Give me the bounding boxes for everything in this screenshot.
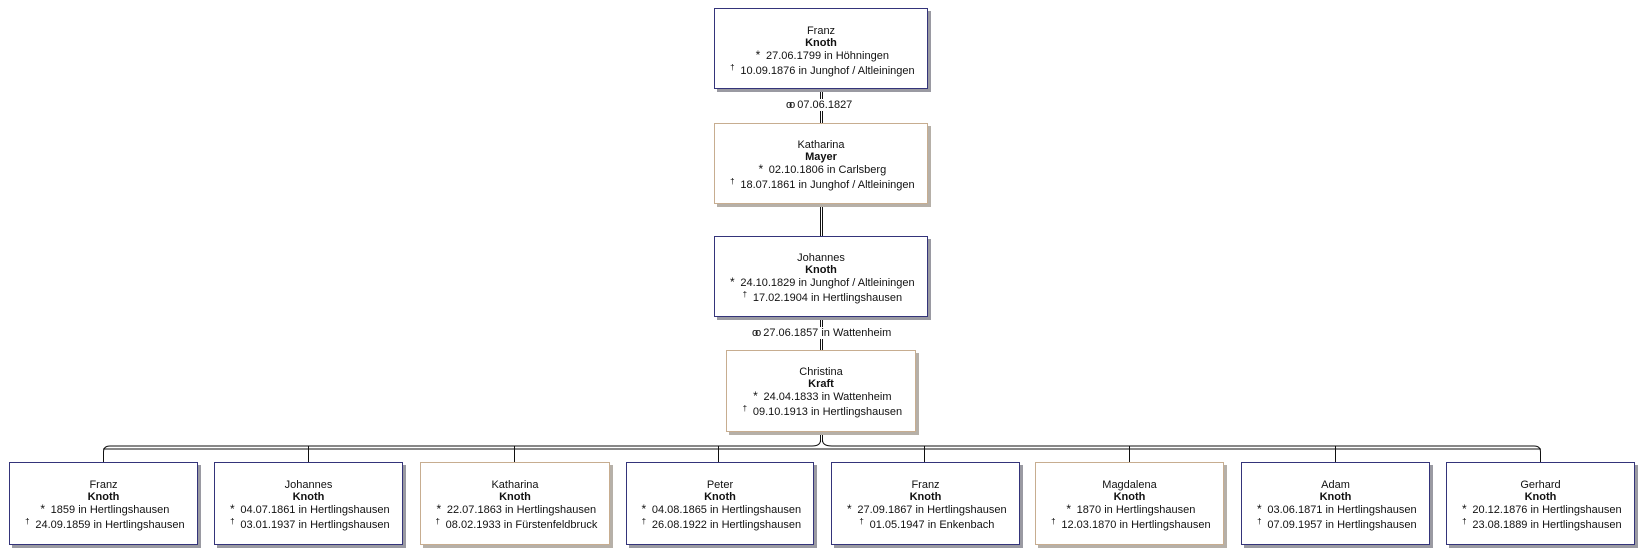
birth-info: 24.04.1833 in Wattenheim (763, 391, 892, 403)
last-name: Knoth (1524, 491, 1557, 503)
birth-symbol: * (1462, 502, 1467, 516)
last-name: Knoth (1113, 491, 1146, 503)
death-symbol: † (641, 517, 647, 526)
child-card[interactable]: Gerhard Knoth * 20.12.1876 in Hertlingsha… (1446, 462, 1635, 545)
birth-symbol: * (753, 389, 758, 403)
child-card[interactable]: Magdalena Knoth * 1870 in Hertlingshausen… (1035, 462, 1224, 545)
death-info: 24.09.1859 in Hertlingshausen (35, 519, 185, 531)
birth-symbol: * (641, 502, 647, 516)
birth-info: 27.06.1799 in Höhningen (766, 50, 889, 62)
birth-info: 20.12.1876 in Hertlingshausen (1472, 504, 1622, 516)
first-name: Franz (89, 479, 118, 491)
birth-symbol: * (230, 502, 235, 516)
child-card[interactable]: Franz Knoth * 1859 in Hertlingshausen † 24… (9, 462, 198, 545)
birth-info: 04.07.1861 in Hertlingshausen (240, 504, 390, 516)
birth-symbol: * (730, 275, 735, 289)
birth-symbol: * (1066, 502, 1071, 516)
first-name: Christina (799, 366, 843, 378)
first-name: Katharina (491, 479, 539, 491)
child-card[interactable]: Peter Knoth * 04.08.1865 in Hertlingshaus… (626, 462, 814, 545)
last-name: Knoth (1319, 491, 1352, 503)
death-symbol: † (1462, 517, 1467, 526)
first-name: Johannes (797, 252, 845, 264)
first-name: Magdalena (1102, 479, 1157, 491)
marriage-symbol: oo (786, 99, 795, 111)
marriage-symbol: oo (752, 327, 761, 339)
death-symbol: † (742, 404, 748, 413)
death-info: 26.08.1922 in Hertlingshausen (651, 519, 802, 531)
first-name: Franz (806, 25, 836, 37)
birth-info: 02.10.1806 in Carlsberg (768, 164, 887, 176)
last-name: Kraft (808, 378, 834, 390)
death-symbol: † (730, 63, 735, 72)
birth-info: 03.06.1871 in Hertlingshausen (1267, 504, 1417, 516)
birth-symbol: * (847, 502, 852, 516)
death-symbol: † (1257, 517, 1262, 526)
marriage-date: 07.06.1827 (797, 99, 853, 111)
first-name: Adam (1321, 479, 1350, 491)
death-info: 17.02.1904 in Hertlingshausen (752, 292, 903, 304)
death-info: 07.09.1957 in Hertlingshausen (1267, 519, 1417, 531)
last-name: Knoth (805, 37, 837, 49)
birth-info: 24.10.1829 in Junghof / Altleiningen (740, 277, 915, 289)
person-card-franz-knoth[interactable]: Franz Knoth * 27.06.1799 in Höhningen † 10… (714, 8, 928, 89)
birth-symbol: * (758, 162, 764, 176)
death-info: 23.08.1889 in Hertlingshausen (1472, 519, 1622, 531)
last-name: Knoth (87, 491, 120, 503)
death-symbol: † (230, 517, 235, 526)
death-symbol: † (742, 290, 748, 299)
birth-symbol: * (755, 48, 761, 62)
birth-info: 27.09.1867 in Hertlingshausen (857, 504, 1007, 516)
birth-info: 1870 in Hertlingshausen (1076, 504, 1196, 516)
first-name: Peter (706, 479, 734, 491)
death-info: 18.07.1861 in Junghof / Altleiningen (740, 179, 915, 191)
last-name: Knoth (292, 491, 325, 503)
birth-symbol: * (40, 502, 45, 516)
first-name: Johannes (284, 479, 333, 491)
last-name: Knoth (704, 491, 736, 503)
last-name: Mayer (805, 151, 837, 163)
child-card[interactable]: Katharina Knoth * 22.07.1863 in Hertlings… (420, 462, 610, 545)
first-name: Gerhard (1520, 479, 1561, 491)
death-symbol: † (25, 517, 30, 526)
birth-info: 22.07.1863 in Hertlingshausen (446, 504, 597, 516)
death-symbol: † (435, 517, 440, 526)
death-info: 03.01.1937 in Hertlingshausen (240, 519, 390, 531)
death-symbol: † (859, 517, 864, 526)
birth-info: 1859 in Hertlingshausen (50, 504, 170, 516)
person-card-christina-kraft[interactable]: Christina Kraft * 24.04.1833 in Wattenhei… (726, 350, 916, 432)
child-card[interactable]: Adam Knoth * 03.06.1871 in Hertlingshause… (1241, 462, 1430, 545)
last-name: Knoth (499, 491, 531, 503)
last-name: Knoth (909, 491, 942, 503)
birth-info: 04.08.1865 in Hertlingshausen (651, 504, 802, 516)
first-name: Katharina (797, 139, 845, 151)
child-card[interactable]: Johannes Knoth * 04.07.1861 in Hertlingsh… (214, 462, 403, 545)
death-symbol: † (730, 177, 735, 186)
last-name: Knoth (805, 264, 837, 276)
birth-symbol: * (436, 502, 442, 516)
death-info: 12.03.1870 in Hertlingshausen (1061, 519, 1211, 531)
first-name: Franz (911, 479, 940, 491)
death-info: 09.10.1913 in Hertlingshausen (752, 406, 903, 418)
person-card-katharina-mayer[interactable]: Katharina Mayer * 02.10.1806 in Carlsberg… (714, 123, 928, 204)
marriage-date: 27.06.1857 in Wattenheim (763, 327, 892, 339)
child-card[interactable]: Franz Knoth * 27.09.1867 in Hertlingshaus… (831, 462, 1020, 545)
birth-symbol: * (1257, 502, 1262, 516)
person-card-johannes-knoth[interactable]: Johannes Knoth * 24.10.1829 in Junghof / … (714, 236, 928, 317)
death-info: 10.09.1876 in Junghof / Altleiningen (740, 65, 915, 77)
death-info: 01.05.1947 in Enkenbach (869, 519, 995, 531)
death-info: 08.02.1933 in Fürstenfeldbruck (445, 519, 598, 531)
death-symbol: † (1051, 517, 1056, 526)
